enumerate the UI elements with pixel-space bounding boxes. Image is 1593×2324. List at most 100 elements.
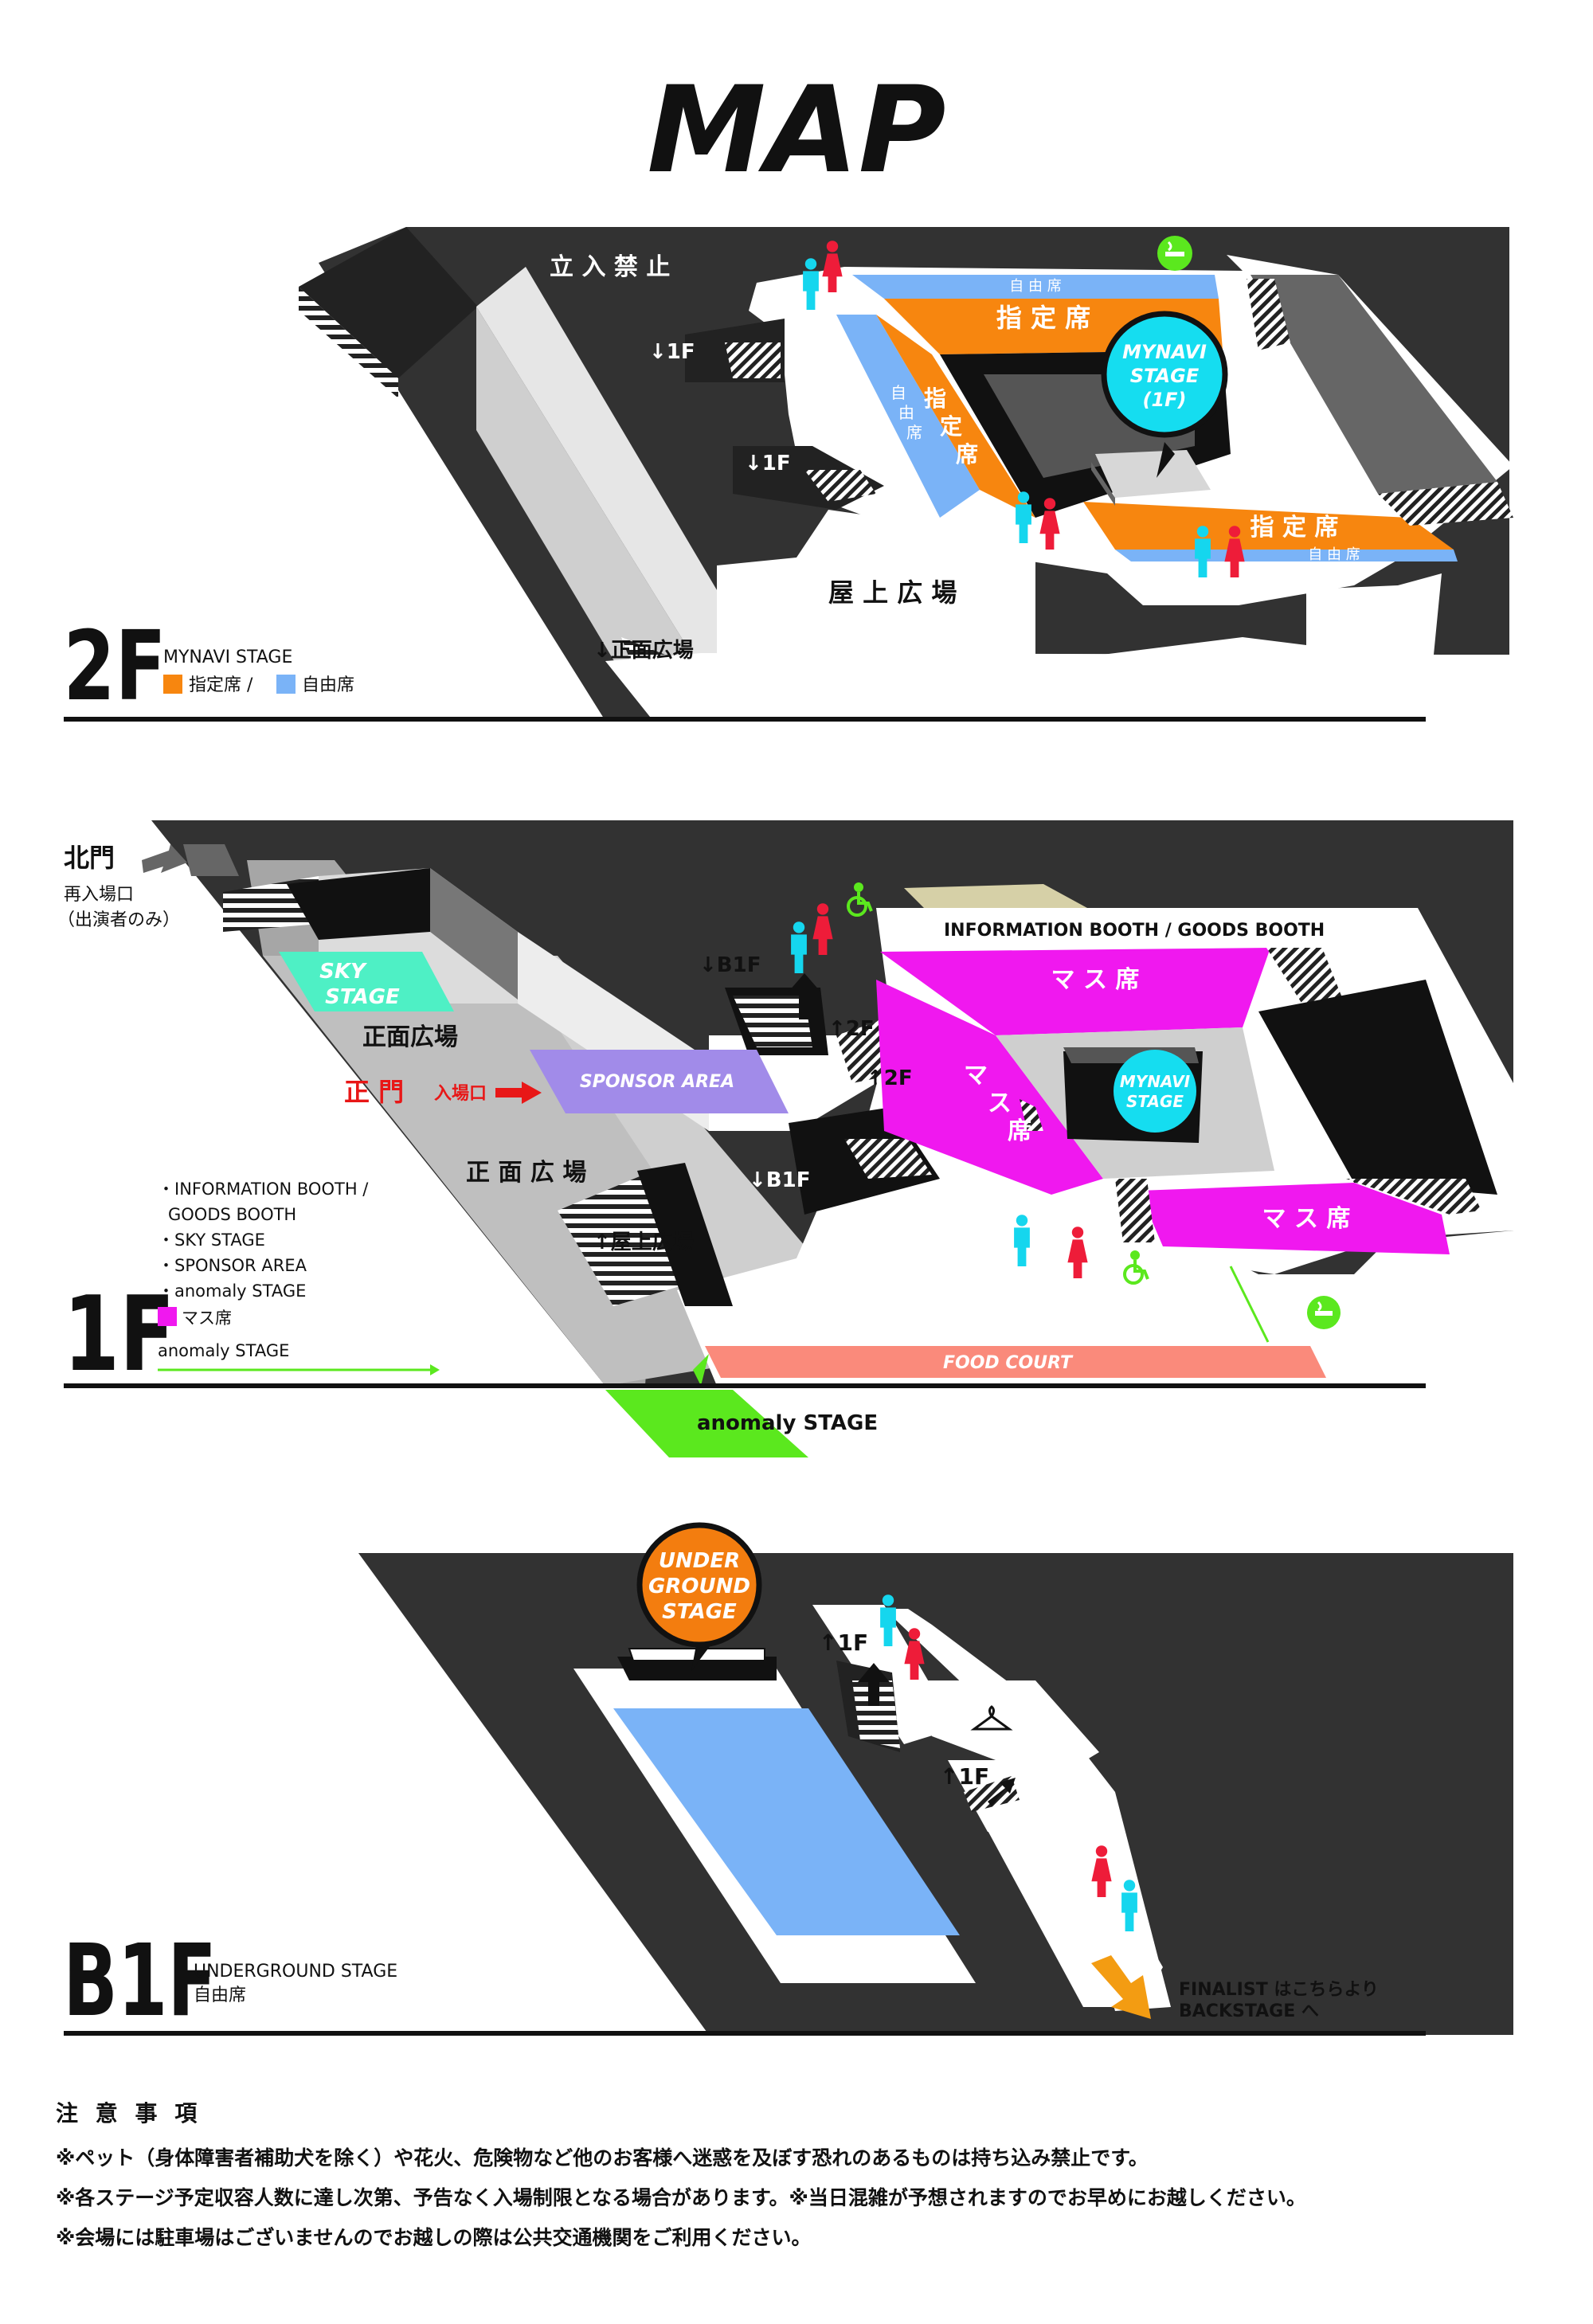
north-gate-arrow-icon bbox=[142, 844, 187, 873]
wheelchair-icon bbox=[1123, 1250, 1149, 1285]
cloakroom-hanger-icon bbox=[970, 1705, 1013, 1731]
masu-right-label: マ ス 席 bbox=[1262, 1205, 1351, 1233]
floor-b1f-map bbox=[358, 1553, 1513, 2035]
floor-2f-stage-name: MYNAVI STAGE bbox=[163, 648, 292, 667]
backstage-arrow-icon bbox=[1091, 1955, 1151, 2019]
sponsor-area bbox=[530, 1050, 789, 1113]
up-1f-label-a: ↑1F bbox=[819, 1630, 868, 1656]
svg-text:GROUND: GROUND bbox=[648, 1575, 750, 1598]
free-seat-top-label: 自 由 席 bbox=[1009, 278, 1061, 295]
seat-free-left bbox=[836, 315, 980, 518]
svg-text:MYNAVI: MYNAVI bbox=[1120, 1072, 1191, 1091]
notes-section: 注 意 事 項 ※ペット（身体障害者補助犬を除く）や花火、危険物など他のお客様へ… bbox=[56, 2096, 1553, 2265]
underground-floor-area bbox=[613, 1708, 960, 1935]
rooftop-plaza-label: 屋 上 広 場 bbox=[828, 577, 957, 608]
up-rooftop-label: ↑屋上広場 bbox=[593, 1230, 694, 1254]
floor-b1f-stage-name: UNDERGROUND STAGE bbox=[194, 1962, 397, 1982]
up-1f-label-b: ↑1F bbox=[940, 1763, 989, 1790]
svg-text:UNDER: UNDER bbox=[659, 1549, 740, 1573]
free-seat-bottom-label: 自 由 席 bbox=[1308, 546, 1360, 563]
svg-text:(1F): (1F) bbox=[1142, 389, 1186, 411]
mynavi-stage-bubble: MYNAVI STAGE (1F) bbox=[1101, 311, 1228, 478]
seat-masu-right bbox=[1139, 1183, 1450, 1254]
map-title: MAP bbox=[647, 61, 945, 200]
seat-free-bottom bbox=[1115, 550, 1458, 561]
down-front-plaza-label: ↓正面広場 bbox=[593, 638, 694, 663]
masu-top-label: マ ス 席 bbox=[1051, 966, 1140, 994]
legend-anomaly-arrowhead bbox=[430, 1364, 440, 1375]
wheelchair-icon bbox=[847, 882, 873, 917]
no-entry-label: 立 入 禁 止 bbox=[550, 253, 670, 281]
main-gate-label: 正 門 bbox=[344, 1077, 404, 1107]
floor-2f-label: 2F bbox=[64, 612, 166, 722]
floor-b1f-label: B1F bbox=[63, 1923, 217, 2039]
food-court-label: FOOD COURT bbox=[943, 1353, 1074, 1373]
up-arrow-icon bbox=[789, 973, 820, 1019]
legend-masu-label: マス席 bbox=[182, 1309, 232, 1328]
mynavi-stage-1f: MYNAVI STAGE bbox=[1114, 1050, 1196, 1133]
anomaly-stage-label: anomaly STAGE bbox=[697, 1411, 878, 1435]
legend-masu-swatch bbox=[158, 1307, 177, 1326]
finalist-label-1: FINALIST はこちらより bbox=[1179, 1980, 1379, 2000]
front-plaza-label-b: 正 面 広 場 bbox=[466, 1159, 586, 1187]
down-b1f-label-b: ↓B1F bbox=[749, 1168, 810, 1192]
svg-text:STAGE: STAGE bbox=[1126, 1092, 1184, 1111]
reserved-seat-left-label-3: 席 bbox=[956, 441, 978, 468]
legend-free-label: 自由席 bbox=[302, 675, 354, 695]
legend-item-sky-stage: ・SKY STAGE bbox=[158, 1230, 265, 1250]
up-arrow-icon bbox=[988, 1778, 1016, 1806]
info-booth-label: INFORMATION BOOTH / GOODS BOOTH bbox=[944, 921, 1325, 941]
legend-item-anomaly-stage: ・anomaly STAGE bbox=[158, 1281, 306, 1301]
up-arrow-icon bbox=[858, 1663, 890, 1706]
down-b1f-label-a: ↓B1F bbox=[699, 953, 761, 977]
smoking-area-icon bbox=[1307, 1296, 1341, 1329]
entrance-arrow-icon bbox=[495, 1082, 542, 1104]
down-1f-label-a: ↓1F bbox=[649, 340, 695, 364]
food-court-area bbox=[705, 1346, 1326, 1378]
sky-stage-label-1: SKY bbox=[319, 960, 368, 984]
finalist-label-2: BACKSTAGE へ bbox=[1179, 2001, 1319, 2021]
masu-left-label-2: ス bbox=[988, 1090, 1012, 1117]
free-seat-left-label-3: 席 bbox=[906, 423, 922, 442]
legend-reserved-label: 指定席 / bbox=[189, 675, 253, 695]
seat-masu-left bbox=[876, 980, 1103, 1195]
notes-item: ※各ステージ予定収容人数に達し次第、予告なく入場制限となる場合があります。※当日… bbox=[56, 2186, 1306, 2209]
masu-left-label-1: マ bbox=[964, 1062, 988, 1090]
legend-anomaly-label: anomaly STAGE bbox=[158, 1341, 289, 1360]
sky-stage-area bbox=[279, 952, 454, 1011]
reserved-seat-bottom-label: 指 定 席 bbox=[1251, 514, 1339, 542]
masu-left-label-3: 席 bbox=[1008, 1117, 1031, 1145]
seat-free-top bbox=[852, 275, 1219, 299]
svg-text:STAGE: STAGE bbox=[1130, 365, 1200, 387]
legend-free-swatch bbox=[276, 675, 296, 694]
svg-text:STAGE: STAGE bbox=[662, 1600, 737, 1624]
floor-1f-label: 1F bbox=[64, 1275, 175, 1395]
legend-reserved-swatch bbox=[163, 675, 182, 694]
legend-item-sponsor-area: ・SPONSOR AREA bbox=[158, 1256, 307, 1275]
performers-only-label: （出演者のみ） bbox=[57, 910, 180, 930]
floor-2f-map bbox=[299, 227, 1513, 721]
reentry-label: 再入場口 bbox=[64, 885, 134, 905]
smoking-area-icon bbox=[1157, 236, 1192, 271]
floor-b1f-seat-type: 自由席 bbox=[194, 1986, 246, 2005]
svg-text:MYNAVI: MYNAVI bbox=[1122, 341, 1207, 363]
reserved-seat-left-label-2: 定 bbox=[940, 413, 962, 440]
sponsor-area-label: SPONSOR AREA bbox=[580, 1072, 734, 1092]
notes-heading: 注 意 事 項 bbox=[56, 2100, 202, 2126]
front-plaza-label-a: 正面広場 bbox=[362, 1023, 458, 1051]
seat-reserved-bottom bbox=[1083, 502, 1454, 550]
entrance-label: 入場口 bbox=[434, 1084, 487, 1104]
free-seat-left-label-1: 自 bbox=[890, 383, 906, 402]
seat-masu-top bbox=[880, 948, 1270, 1035]
legend-item-info-booth: ・INFORMATION BOOTH / bbox=[158, 1180, 369, 1199]
down-1f-label-b: ↓1F bbox=[745, 452, 791, 475]
up-2f-label-a: ↑2F bbox=[828, 1017, 875, 1041]
sky-stage-label-2: STAGE bbox=[325, 985, 400, 1009]
seat-reserved-left bbox=[876, 315, 1035, 518]
reserved-seat-left-label-1: 指 bbox=[924, 385, 946, 412]
underground-stage-bubble: UNDER GROUND STAGE bbox=[636, 1522, 762, 1671]
north-gate-label: 北門 bbox=[64, 843, 115, 873]
free-seat-left-label-2: 由 bbox=[898, 403, 914, 422]
reserved-seat-top-label: 指 定 席 bbox=[996, 303, 1090, 333]
notes-item: ※会場には駐車場はございませんのでお越しの際は公共交通機関をご利用ください。 bbox=[56, 2226, 812, 2249]
